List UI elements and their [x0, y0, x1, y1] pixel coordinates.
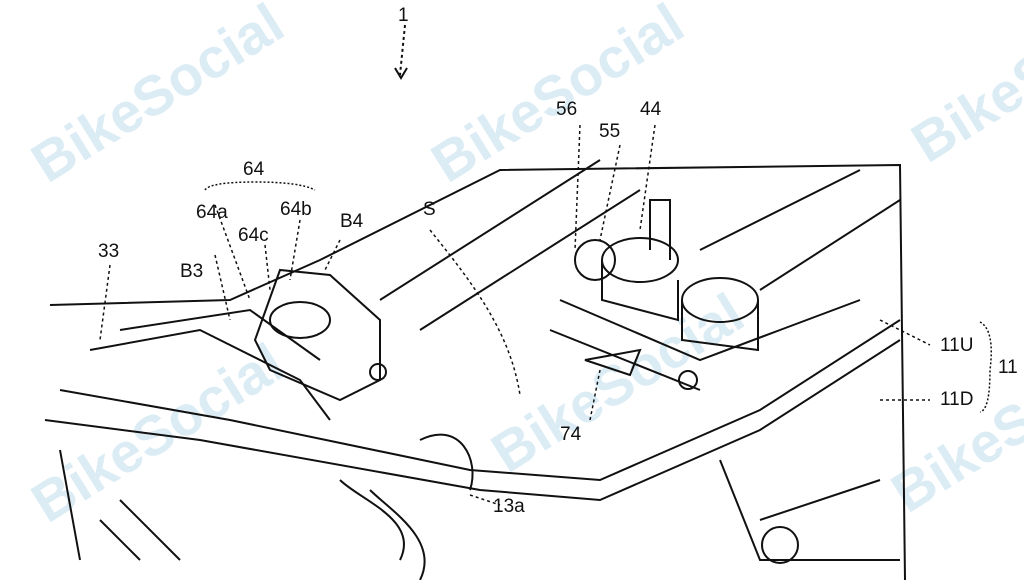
label-11: 11	[998, 357, 1018, 378]
label-74: 74	[560, 424, 582, 445]
label-64b: 64b	[280, 199, 312, 220]
label-56: 56	[556, 99, 578, 120]
label-64a: 64a	[196, 202, 228, 223]
label-55: 55	[599, 121, 621, 142]
label-b4: B4	[340, 211, 364, 232]
label-b3: B3	[180, 261, 204, 282]
label-44: 44	[640, 99, 662, 120]
label-13a: 13a	[493, 496, 525, 517]
label-11u: 11U	[940, 335, 974, 356]
label-1: 1	[398, 5, 409, 26]
label-11d: 11D	[940, 389, 974, 410]
label-33: 33	[98, 241, 120, 262]
label-s: S	[423, 199, 436, 220]
label-64: 64	[243, 159, 265, 180]
label-64c: 64c	[238, 225, 269, 246]
